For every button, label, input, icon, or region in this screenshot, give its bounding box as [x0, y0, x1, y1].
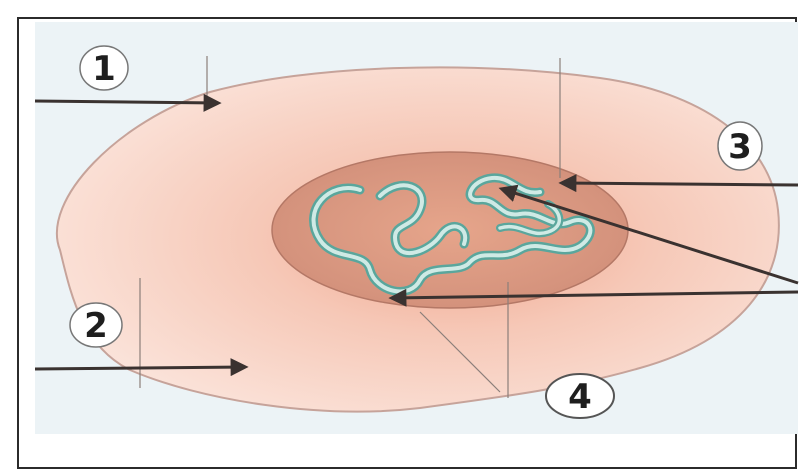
label-4-text: 4 — [568, 377, 592, 417]
label-2-text: 2 — [84, 306, 108, 346]
label-1-text: 1 — [92, 49, 116, 89]
label-2: 2 — [70, 303, 122, 347]
arrow-1 — [35, 101, 218, 103]
label-4: 4 — [546, 374, 614, 418]
label-3-text: 3 — [728, 127, 752, 167]
label-3: 3 — [718, 122, 762, 170]
arrow-2 — [35, 367, 245, 369]
label-1: 1 — [80, 46, 128, 90]
arrow-3 — [562, 183, 798, 185]
